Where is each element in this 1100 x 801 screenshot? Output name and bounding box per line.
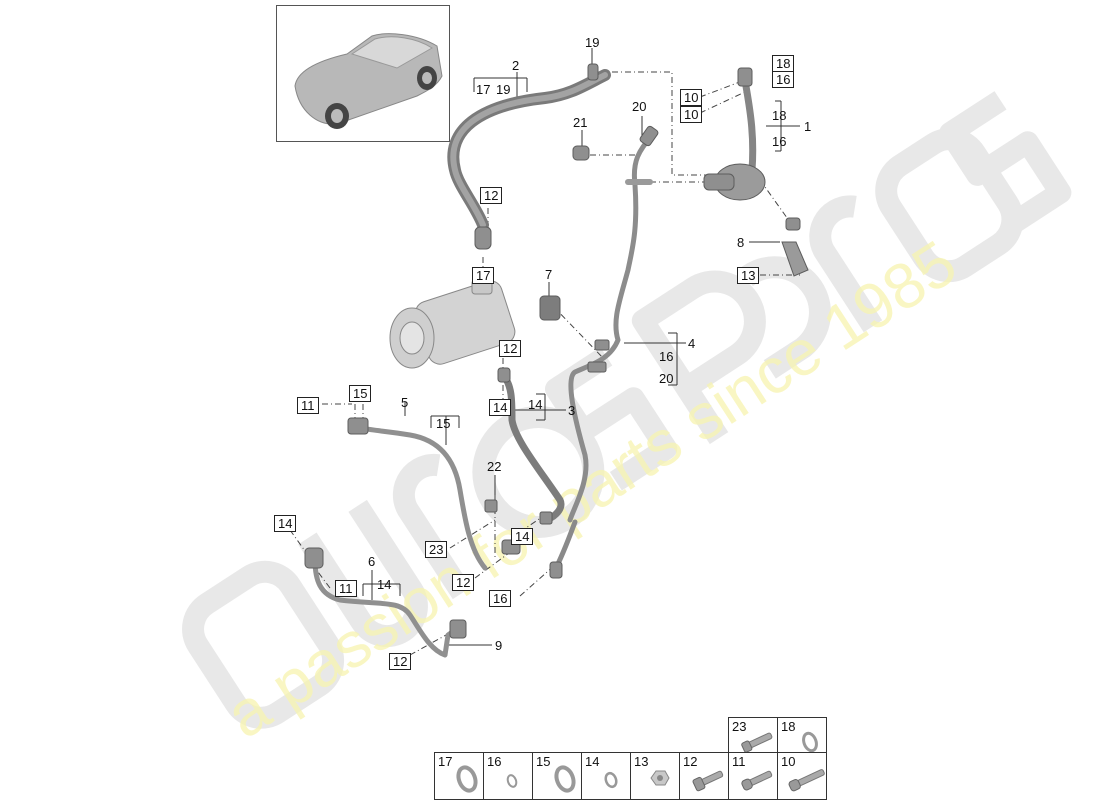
legend-number: 23 bbox=[732, 719, 747, 734]
ref-box-11b[interactable]: 11 bbox=[335, 580, 357, 597]
ref-box-12d[interactable]: 12 bbox=[389, 653, 412, 670]
ref-box-17[interactable]: 17 bbox=[472, 267, 495, 284]
bolt-icon bbox=[741, 732, 773, 753]
vehicle-thumbnail bbox=[276, 5, 450, 142]
legend-number: 18 bbox=[781, 719, 796, 734]
legend-number: 17 bbox=[438, 754, 453, 769]
legend-cell-18[interactable]: 18 bbox=[777, 717, 827, 753]
legend-number: 12 bbox=[683, 754, 698, 769]
callout-20: 20 bbox=[632, 99, 647, 114]
group-label-18: 18 bbox=[772, 108, 787, 123]
ref-box-14c[interactable]: 14 bbox=[274, 515, 297, 532]
group-label-16: 16 bbox=[772, 134, 787, 149]
legend-number: 16 bbox=[487, 754, 502, 769]
callout-22: 22 bbox=[487, 459, 502, 474]
ref-box-12c[interactable]: 12 bbox=[452, 574, 475, 591]
seal-ring-icon bbox=[554, 765, 576, 793]
callout-4: 4 bbox=[688, 336, 696, 351]
group-label-17: 17 bbox=[476, 82, 491, 97]
nut-icon bbox=[650, 770, 670, 786]
bolt-icon bbox=[741, 770, 773, 791]
legend-number: 10 bbox=[781, 754, 796, 769]
ref-box-13[interactable]: 13 bbox=[737, 267, 760, 284]
legend-cell-13[interactable]: 13 bbox=[630, 752, 680, 800]
legend-cell-10[interactable]: 10 bbox=[777, 752, 827, 800]
legend-number: 13 bbox=[634, 754, 649, 769]
callout-2: 2 bbox=[512, 58, 520, 73]
flange-bolt-icon bbox=[692, 770, 724, 792]
ref-box-15[interactable]: 15 bbox=[349, 385, 372, 402]
watermark-tagline: a passion for parts since 1985 bbox=[213, 226, 968, 751]
car-icon bbox=[294, 33, 443, 129]
ref-box-10[interactable]: 10 bbox=[680, 89, 703, 106]
callout-6: 6 bbox=[368, 554, 376, 569]
small-seal-ring-icon bbox=[604, 771, 618, 789]
legend-cell-23[interactable]: 23 bbox=[728, 717, 778, 753]
callout-5: 5 bbox=[401, 395, 409, 410]
legend-cell-15[interactable]: 15 bbox=[532, 752, 582, 800]
group-label-16b: 16 bbox=[659, 349, 674, 364]
seal-ring-icon bbox=[802, 731, 818, 753]
group-label-19: 19 bbox=[496, 82, 511, 97]
legend-number: 14 bbox=[585, 754, 600, 769]
group-label-14: 14 bbox=[528, 397, 543, 412]
ref-box-14[interactable]: 14 bbox=[489, 399, 512, 416]
legend-number: 15 bbox=[536, 754, 551, 769]
ref-box-11[interactable]: 11 bbox=[297, 397, 319, 414]
group-label-20: 20 bbox=[659, 371, 674, 386]
callout-8: 8 bbox=[737, 235, 745, 250]
ref-box-14b[interactable]: 14 bbox=[511, 528, 534, 545]
ref-box-18[interactable]: 18 bbox=[772, 55, 795, 72]
callout-19: 19 bbox=[585, 35, 600, 50]
ref-box-12b[interactable]: 12 bbox=[499, 340, 522, 357]
group-label-15: 15 bbox=[436, 416, 451, 431]
callout-21: 21 bbox=[573, 115, 588, 130]
legend-cell-17[interactable]: 17 bbox=[434, 752, 484, 800]
callout-1: 1 bbox=[804, 119, 812, 134]
seal-ring-icon bbox=[456, 765, 478, 793]
callout-3: 3 bbox=[568, 403, 576, 418]
legend-cell-12[interactable]: 12 bbox=[679, 752, 729, 800]
ref-box-23[interactable]: 23 bbox=[425, 541, 448, 558]
legend-cell-16[interactable]: 16 bbox=[483, 752, 533, 800]
ref-box-12[interactable]: 12 bbox=[480, 187, 503, 204]
ref-box-10b[interactable]: 10 bbox=[680, 106, 703, 123]
callout-9: 9 bbox=[495, 638, 503, 653]
ref-box-16[interactable]: 16 bbox=[772, 71, 795, 88]
callout-7: 7 bbox=[545, 267, 553, 282]
long-bolt-icon bbox=[788, 769, 825, 792]
legend-cell-11[interactable]: 11 bbox=[728, 752, 778, 800]
legend-number: 11 bbox=[732, 754, 746, 769]
small-seal-ring-icon bbox=[506, 774, 518, 788]
ref-box-16b[interactable]: 16 bbox=[489, 590, 512, 607]
legend-cell-14[interactable]: 14 bbox=[581, 752, 631, 800]
group-label-14b: 14 bbox=[377, 577, 392, 592]
